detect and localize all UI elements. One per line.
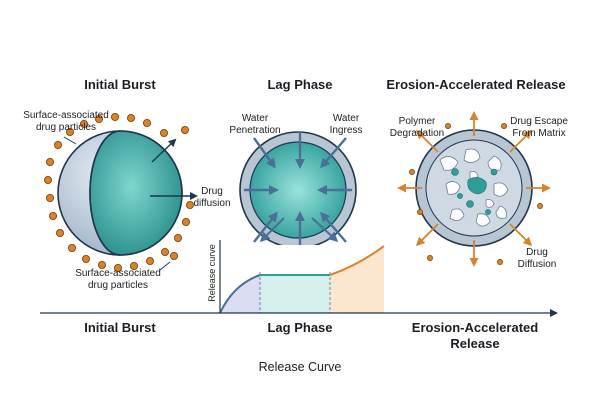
drug-escape-arrows: [397, 111, 551, 267]
erosion-curve-segment: [329, 245, 385, 276]
surface-drug-particles: [44, 113, 194, 272]
burst-curve-segment: [219, 274, 261, 314]
caption-release-curve: Release Curve: [258, 360, 342, 374]
surface-bottom-pointer: [159, 261, 171, 271]
burst-release-arrow: [151, 138, 177, 163]
water-penetration-arrows: [244, 132, 352, 248]
water-ingress-arrows: [259, 217, 339, 243]
released-drug-particles: [409, 123, 543, 265]
title-initial-burst: Initial Burst: [84, 77, 156, 92]
title-erosion: Erosion-Accelerated Release: [386, 77, 566, 92]
release-curve-chart: [219, 240, 385, 314]
bottom-label-lag-phase: Lag Phase: [267, 320, 333, 335]
burst-sphere: [57, 130, 183, 256]
surface-top-pointer: [63, 136, 77, 145]
y-axis-label: Release curve: [207, 244, 217, 302]
title-lag-phase: Lag Phase: [267, 77, 333, 92]
bottom-label-initial-burst: Initial Burst: [84, 320, 156, 335]
eroded-sphere: [415, 129, 533, 247]
